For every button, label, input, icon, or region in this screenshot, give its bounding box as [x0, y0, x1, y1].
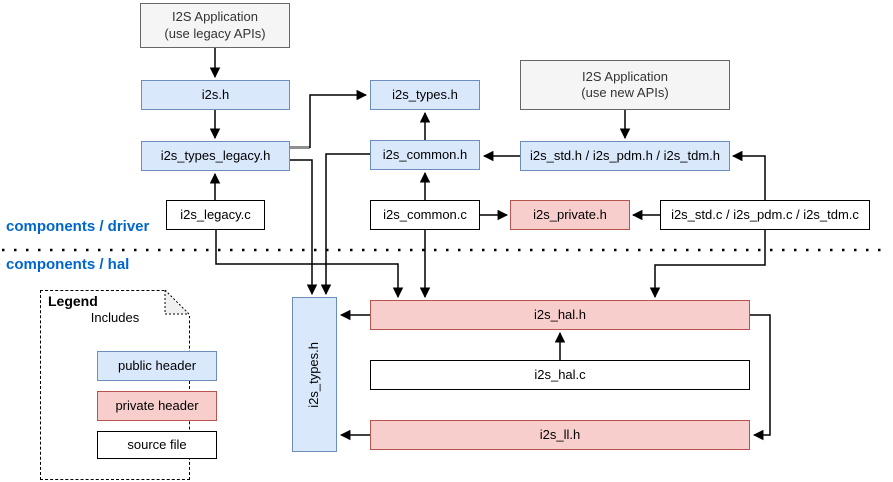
node-i2s-common-h: i2s_common.h — [370, 140, 480, 170]
node-i2s-std-pdm-tdm-h: i2s_std.h / i2s_pdm.h / i2s_tdm.h — [520, 141, 730, 171]
node-i2s-types-h-hal-label: i2s_types.h — [306, 341, 322, 408]
node-i2s-h: i2s.h — [141, 80, 290, 110]
node-app-new: I2S Application (use new APIs) — [520, 60, 730, 110]
node-app-legacy-line1: I2S Application — [171, 9, 258, 25]
legend-public-header-swatch: public header — [97, 351, 217, 381]
edge-std-c-to-hal-h — [649, 230, 766, 299]
node-i2s-types-legacy-h: i2s_types_legacy.h — [141, 141, 290, 171]
node-i2s-ll-h: i2s_ll.h — [370, 420, 750, 450]
section-label-hal: components / hal — [6, 256, 130, 273]
edge-types-legacy-to-types-hal — [290, 159, 318, 296]
node-app-new-line1: I2S Application — [581, 68, 668, 84]
node-app-legacy-line2: (use legacy APIs) — [164, 25, 266, 41]
node-i2s-std-pdm-tdm-c: i2s_std.c / i2s_pdm.c / i2s_tdm.c — [660, 200, 870, 230]
legend-source-file-swatch: source file — [97, 431, 217, 459]
node-i2s-legacy-c: i2s_legacy.c — [166, 200, 265, 230]
node-app-legacy: I2S Application (use legacy APIs) — [140, 3, 290, 48]
legend: Legend Includes public header private he… — [40, 290, 217, 480]
edge-legacy-c-to-hal-h — [215, 230, 404, 299]
edge-types-legacy-to-types-driver — [309, 89, 368, 148]
node-i2s-types-h-hal: i2s_types.h — [292, 297, 337, 452]
node-app-new-line2: (use new APIs) — [581, 85, 669, 100]
node-i2s-hal-c: i2s_hal.c — [370, 360, 750, 390]
section-label-driver: components / driver — [6, 218, 150, 235]
legend-private-header-swatch: private header — [97, 391, 217, 421]
edge-common-h-to-types-hal — [320, 153, 370, 296]
legend-includes-label: Includes — [90, 310, 140, 325]
node-i2s-types-h-driver: i2s_types.h — [370, 80, 480, 110]
node-i2s-common-c: i2s_common.c — [370, 200, 480, 230]
edge-hal-h-to-ll-h — [750, 314, 771, 441]
edge-std-c-to-std-h — [731, 150, 766, 200]
legend-title: Legend — [48, 293, 98, 309]
node-i2s-private-h: i2s_private.h — [510, 200, 630, 230]
legend-fold-icon — [164, 290, 190, 316]
node-i2s-hal-h: i2s_hal.h — [370, 300, 750, 330]
